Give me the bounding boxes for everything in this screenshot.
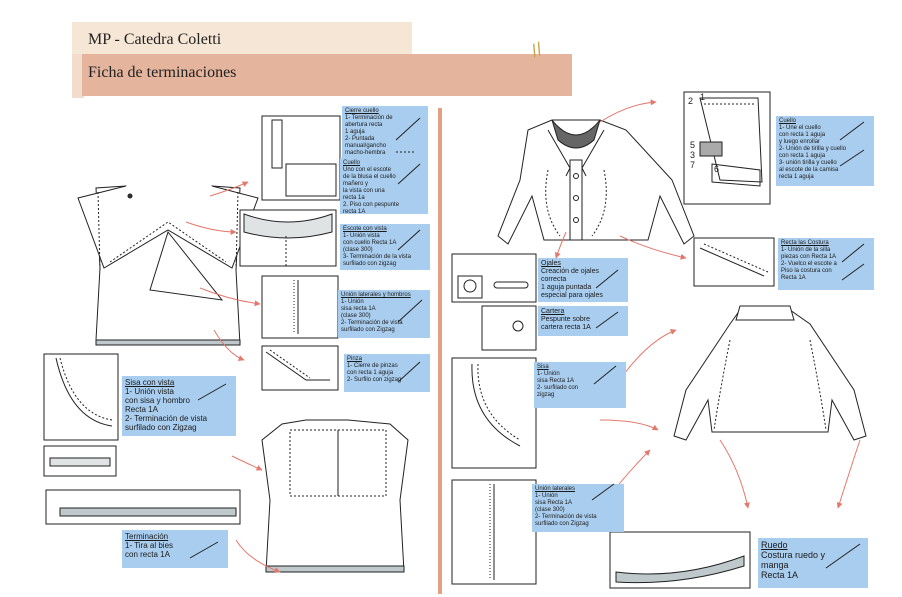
note-union-laterales-right: Unión laterales 1- Unión sisa Recta 1A (… bbox=[532, 484, 624, 532]
sheet-title: Ficha de terminaciones bbox=[88, 64, 237, 81]
sheet-title-banner: Ficha de terminaciones bbox=[82, 54, 572, 96]
note-union-laterales-hombros: Unión laterales y hombros 1- Unión sisa … bbox=[338, 290, 430, 338]
note-recta-costura: Recta las Costura 1- Unión de la silla p… bbox=[778, 238, 874, 290]
diagram-number: 6 bbox=[714, 164, 720, 174]
page-divider bbox=[438, 108, 442, 594]
sleeveless-top-front bbox=[77, 185, 259, 346]
shirt-front bbox=[497, 119, 695, 245]
note-cuello-left: Cuello Uno con el escote de la blusa el … bbox=[340, 158, 428, 215]
course-title: MP - Catedra Coletti bbox=[88, 31, 222, 48]
note-cartera: Cartera Pespunte sobre cartera recta 1A bbox=[538, 306, 628, 336]
note-escote-vista: Escote con vista 1- Unión vista con cuel… bbox=[340, 224, 430, 270]
diagram-number: 1 bbox=[700, 92, 706, 102]
diagram-number: 5 bbox=[690, 140, 696, 150]
shirt-back bbox=[673, 305, 867, 441]
note-ojales: Ojales Creación de ojales correcta 1 agu… bbox=[538, 258, 628, 302]
note-cierre-cuello: Cierre cuello 1- Terminación de abertura… bbox=[342, 106, 428, 158]
diagram-number: 3 bbox=[690, 150, 696, 160]
header-shadow bbox=[72, 54, 84, 98]
diagram-number: 7 bbox=[690, 160, 696, 170]
note-sisa-vista: Sisa con vista 1- Unión vista con sisa y… bbox=[122, 376, 236, 436]
note-cuello-right: Cuello 1- Une el cuello con recta 1 aguj… bbox=[776, 116, 874, 186]
note-pinza: Pinza 1- Cierre de pinzas con recta 1 ag… bbox=[344, 354, 430, 392]
sleeveless-top-back bbox=[261, 419, 409, 573]
course-header: MP - Catedra Coletti bbox=[72, 22, 412, 58]
note-terminacion: Terminación 1- Tira al bies con recta 1A bbox=[122, 530, 228, 568]
diagram-number: 2 bbox=[688, 96, 694, 106]
note-sisa-right: Sisa 1- Unión sisa Recta 1A 2- surfilado… bbox=[534, 362, 626, 408]
note-ruedo: Ruedo Costura ruedo y manga Recta 1A bbox=[758, 538, 868, 588]
